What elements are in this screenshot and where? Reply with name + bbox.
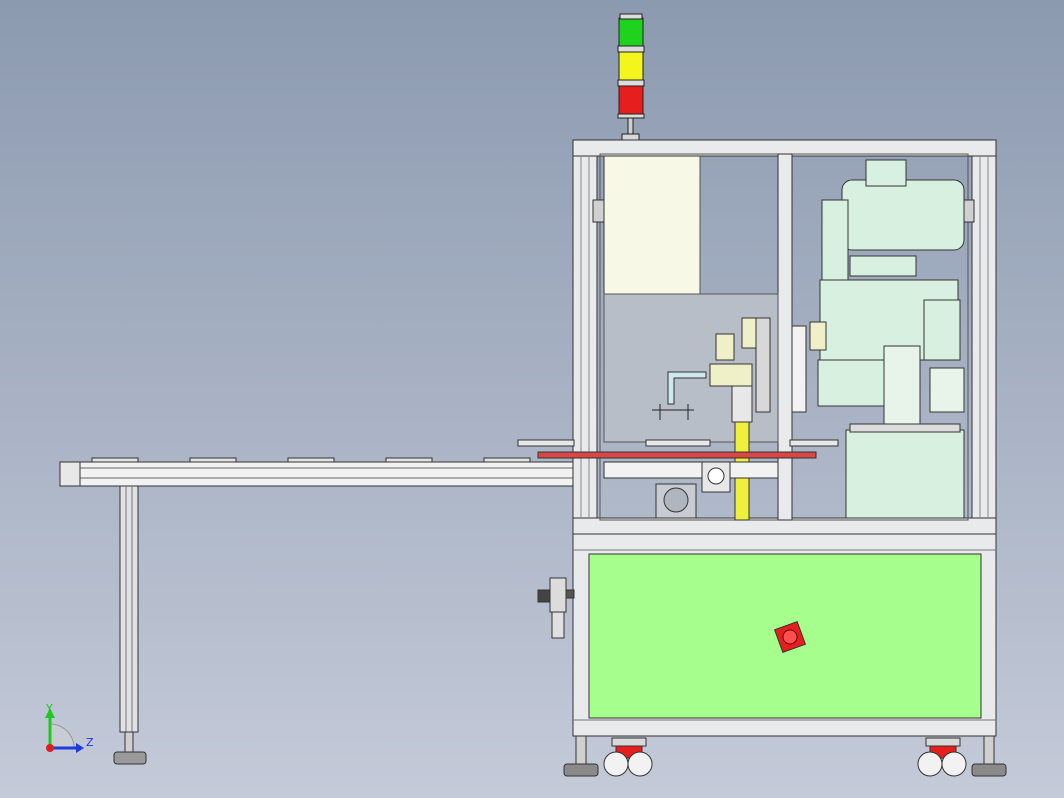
window-mullion	[777, 153, 793, 521]
guide-post	[755, 317, 771, 413]
conveyor-slat	[287, 457, 335, 463]
red-plate	[537, 451, 817, 459]
motor-flange	[821, 199, 849, 281]
drive-pulley	[707, 467, 725, 485]
y-axis-label: Y	[45, 702, 53, 715]
base-block	[845, 429, 965, 519]
frl-gauge	[537, 589, 551, 603]
motor-terminal-box	[865, 159, 907, 187]
lower-cabinet[interactable]	[572, 533, 997, 737]
tower-ring	[617, 79, 645, 87]
sensor-block	[929, 367, 965, 413]
z-axis-arrow	[76, 743, 84, 753]
tray-mid	[645, 439, 711, 447]
conveyor-slat	[483, 457, 531, 463]
tower-light-green	[618, 17, 644, 47]
x-axis-dot	[46, 744, 54, 752]
caster-right	[917, 737, 967, 777]
tray-left	[517, 439, 575, 447]
motor-housing	[841, 179, 965, 251]
emergency-stop-button[interactable]	[773, 620, 807, 654]
electrical-panel	[603, 155, 701, 295]
drive-motor-face	[663, 487, 689, 513]
servo-driver	[883, 345, 921, 425]
conveyor-leg-foot	[113, 751, 147, 765]
conveyor-end-cap	[59, 461, 81, 487]
internal-rail	[603, 461, 779, 479]
y-axis-arrow	[45, 708, 55, 718]
caster-left	[603, 737, 653, 777]
index-bracket	[809, 321, 827, 351]
infeed-conveyor[interactable]	[59, 457, 577, 765]
machine-frame[interactable]	[572, 139, 997, 535]
index-disc	[791, 325, 807, 413]
cylinder-top	[715, 333, 735, 361]
motor-bracket	[849, 255, 917, 277]
foot-pad	[971, 763, 1007, 777]
base-rail	[849, 423, 961, 433]
frl-bowl	[551, 611, 565, 639]
tower-ring	[617, 45, 645, 53]
pick-head	[709, 363, 753, 387]
gripper-arm	[667, 371, 707, 405]
tower-ring	[617, 113, 645, 119]
conveyor-leg-foot-stem	[124, 731, 134, 753]
gearbox-lower	[817, 359, 889, 407]
conveyor-slat	[189, 457, 237, 463]
tray-right	[789, 439, 839, 447]
cylinder-side	[741, 317, 757, 349]
tower-cap	[619, 13, 643, 20]
foot-stem	[983, 735, 995, 765]
z-axis-label: Z	[86, 736, 94, 749]
frl-fitting	[565, 589, 575, 599]
signal-tower-base	[621, 133, 640, 141]
coordinate-triad: Y Z	[45, 702, 94, 753]
conveyor-slat	[385, 457, 433, 463]
conveyor-slat	[91, 457, 139, 463]
foot-stem	[575, 735, 587, 765]
conveyor-rail	[59, 461, 577, 487]
frame-post-right	[971, 139, 997, 535]
frame-post-left	[572, 139, 598, 535]
machine-feet	[563, 735, 1007, 777]
conveyor-leg	[119, 485, 139, 733]
tower-light-yellow	[618, 51, 644, 81]
frl-body	[549, 577, 567, 613]
interior-mechanisms	[517, 155, 965, 521]
signal-tower[interactable]	[617, 13, 645, 141]
air-filter-regulator[interactable]	[537, 577, 575, 639]
stepper-motor	[923, 299, 961, 361]
foot-pad	[563, 763, 599, 777]
tower-light-red	[618, 85, 644, 115]
